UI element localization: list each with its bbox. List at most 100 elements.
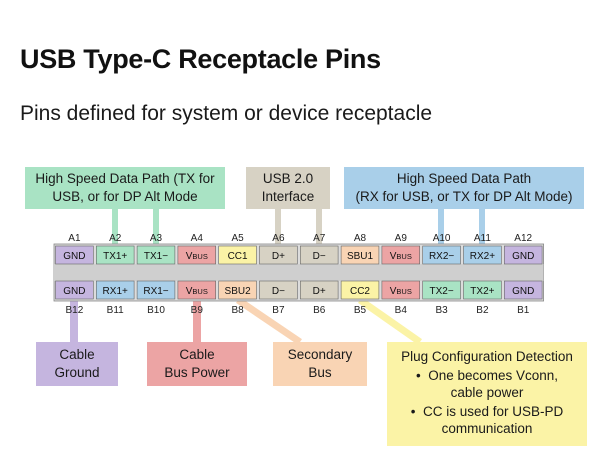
group-label-line: High Speed Data Path (TX for: [35, 171, 215, 186]
pin-b-box: [422, 280, 461, 300]
pin-a-box: [136, 245, 176, 265]
plug-configuration-callout: Plug Configuration Detection • One becom…: [387, 342, 587, 446]
pin-a: SBU1: [347, 251, 374, 262]
pin-label-a: A10: [433, 233, 451, 244]
pin-label-b: B7: [272, 305, 285, 316]
callout-heading: Plug Configuration Detection: [401, 349, 573, 364]
pin-b-box: [299, 280, 339, 300]
pin-a: CC1: [228, 251, 248, 262]
callout-line: Secondary: [287, 347, 353, 362]
pin-label-a: A3: [150, 233, 163, 244]
pin-a-box: [340, 245, 380, 265]
group-label-line: USB 2.0: [262, 171, 314, 186]
pin-b: GND: [63, 286, 85, 297]
pin-a-box: [96, 245, 135, 265]
pin-label-b: B11: [107, 305, 124, 316]
secondary-bus-connector: [236, 297, 302, 345]
pin-a-box: [218, 245, 257, 265]
pin-a: RX2+: [470, 251, 495, 262]
callout-line: Bus Power: [164, 365, 230, 380]
pin-label-b: B4: [395, 305, 408, 316]
high-speed-rx-group-box: High Speed Data Path (RX for USB, or TX …: [344, 167, 584, 209]
pin-b: GND: [512, 286, 534, 297]
pin-label-b: B9: [191, 305, 204, 316]
pin-label-a: A4: [191, 233, 204, 244]
pin-a-box: [177, 245, 216, 265]
pin-a-box: [55, 245, 94, 265]
pin-label-b: B2: [476, 305, 489, 316]
pin-a-box: [381, 245, 420, 265]
pin-a-box: [503, 245, 543, 265]
pin-a: VBUS: [186, 251, 208, 262]
pin-label-b: B6: [313, 305, 326, 316]
pin-b: TX2−: [430, 286, 454, 297]
pin-b: RX1−: [143, 286, 168, 297]
group-label-line: (RX for USB, or TX for DP Alt Mode): [355, 189, 573, 204]
usb2-connector: [275, 209, 322, 246]
pin-label-a: A2: [109, 233, 122, 244]
pin-b-box: [259, 280, 298, 300]
high-speed-tx-group-box: High Speed Data Path (TX for USB, or for…: [25, 167, 225, 209]
group-label-line: High Speed Data Path: [396, 171, 532, 186]
pin-label-a: A5: [231, 233, 244, 244]
page-subtitle: Pins defined for system or device recept…: [20, 102, 433, 125]
pin-b-box: [503, 280, 543, 300]
pin-label-a: A12: [514, 233, 532, 244]
pin-label-b: B5: [354, 305, 367, 316]
cable-bus-power-callout: Cable Bus Power: [147, 342, 247, 386]
hs-tx-connector: [112, 209, 159, 246]
pin-label-a: A8: [354, 233, 367, 244]
pin-b-box: [218, 280, 257, 300]
pin-a: TX1−: [144, 251, 168, 262]
pin-b-box: [55, 280, 94, 300]
pin-b-box: [136, 280, 176, 300]
pin-a: VBUS: [390, 251, 412, 262]
pin-label-a: A9: [395, 233, 408, 244]
pin-b: VBUS: [186, 286, 208, 297]
pin-a: D−: [313, 251, 326, 262]
group-label-line: USB, or for DP Alt Mode: [52, 189, 198, 204]
callout-line: Cable: [179, 347, 215, 362]
group-label-line: Interface: [261, 189, 315, 204]
page-title: USB Type-C Receptacle Pins: [20, 44, 381, 74]
pin-a-box: [422, 245, 461, 265]
callout-bullet: • One becomes Vconn,: [415, 368, 559, 383]
pin-a: RX2−: [429, 251, 454, 262]
usb2-interface-group-box: USB 2.0 Interface: [246, 167, 330, 209]
pin-a: TX1+: [103, 251, 127, 262]
callout-bullet: • CC is used for USB-PD: [410, 404, 564, 419]
pin-a: GND: [63, 251, 85, 262]
pin-b-box: [463, 280, 502, 300]
pin-label-b: B12: [66, 305, 84, 316]
pin-label-b: B1: [517, 305, 530, 316]
callout-line: Ground: [54, 365, 100, 380]
plug-config-connector: [357, 297, 423, 345]
hs-rx-connector: [438, 209, 485, 246]
pin-b-box: [340, 280, 380, 300]
pin-label-a: A11: [474, 233, 491, 244]
callout-line: Bus: [308, 365, 332, 380]
pin-label-a: A6: [272, 233, 285, 244]
pin-b-box: [96, 280, 135, 300]
tongue-center-band: [54, 264, 544, 281]
pin-a: GND: [512, 251, 534, 262]
pin-label-b: B10: [147, 305, 165, 316]
cable-ground-callout: Cable Ground: [36, 342, 118, 386]
pin-label-b: B8: [231, 305, 244, 316]
pin-b-box: [381, 280, 420, 300]
pin-b: TX2+: [470, 286, 494, 297]
pin-a: D+: [272, 251, 285, 262]
pin-a-box: [299, 245, 339, 265]
pin-b: RX1+: [103, 286, 128, 297]
callout-bullet-cont: communication: [441, 421, 533, 436]
pin-b: SBU2: [225, 286, 252, 297]
callout-line: Cable: [59, 347, 95, 362]
pin-label-a: A1: [68, 233, 81, 244]
pin-a-box: [463, 245, 502, 265]
pin-b: VBUS: [390, 286, 412, 297]
callout-bullet-cont: cable power: [450, 385, 524, 400]
pin-b: D+: [313, 286, 326, 297]
pin-label-b: B3: [435, 305, 448, 316]
pin-label-a: A7: [313, 233, 326, 244]
